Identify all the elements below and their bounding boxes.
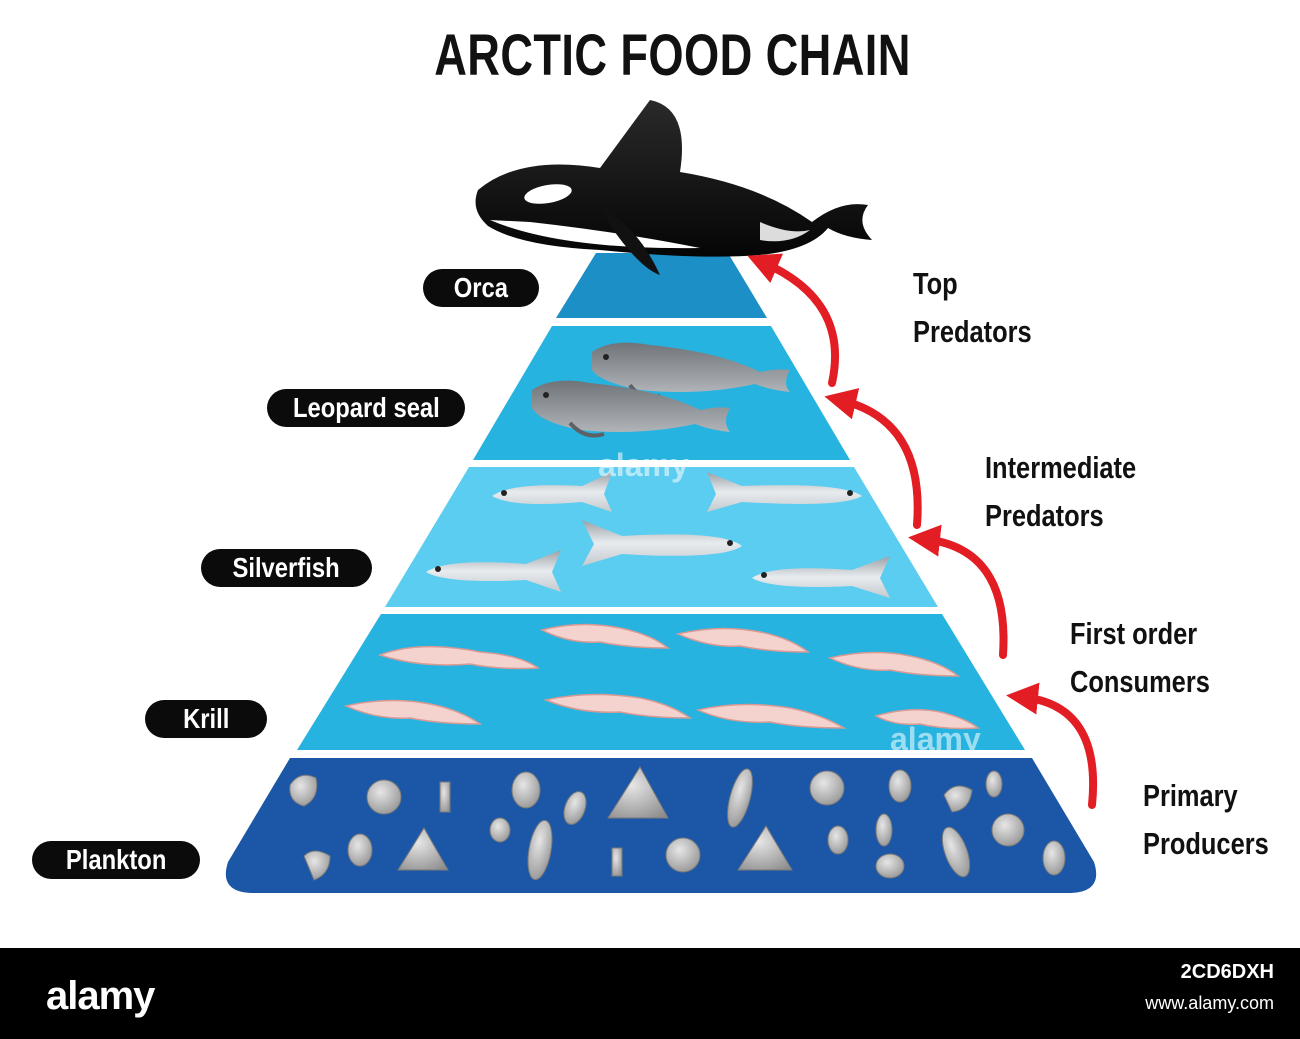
level-label-orca: Orca <box>423 269 539 307</box>
arrow-to-orca <box>747 253 840 387</box>
page-title: ARCTIC FOOD CHAIN <box>434 23 911 88</box>
level-label-krill: Krill <box>145 700 267 738</box>
silverfish-illustration <box>426 472 890 598</box>
level-label-silverfish: Silverfish <box>201 549 372 587</box>
arrow-to-krill <box>1006 682 1098 809</box>
plankton-illustration <box>289 766 1066 881</box>
orca-illustration <box>475 100 872 275</box>
tier-orca <box>556 253 767 318</box>
level-label-plankton: Plankton <box>32 841 200 879</box>
leopard-seal-illustration <box>532 342 790 438</box>
krill-illustration <box>343 623 981 730</box>
watermark: alamy <box>890 721 981 757</box>
food-chain-pyramid: alamy alamy <box>225 100 1098 893</box>
footer-url: www.alamy.com <box>1145 993 1274 1013</box>
level-label-leopard-seal: Leopard seal <box>267 389 465 427</box>
tier-leopard-seal <box>473 326 850 460</box>
arrow-to-silverfish <box>908 524 1008 659</box>
arrow-to-leopard-seal <box>824 388 922 529</box>
footer-image-id: 2CD6DXH <box>1180 961 1274 983</box>
tier-krill <box>297 614 1025 750</box>
watermark: alamy <box>598 447 689 483</box>
footer-logo: alamy <box>46 974 155 1018</box>
energy-flow-arrows <box>747 253 1098 809</box>
footer-bar: alamy 2CD6DXH www.alamy.com <box>0 948 1300 1039</box>
